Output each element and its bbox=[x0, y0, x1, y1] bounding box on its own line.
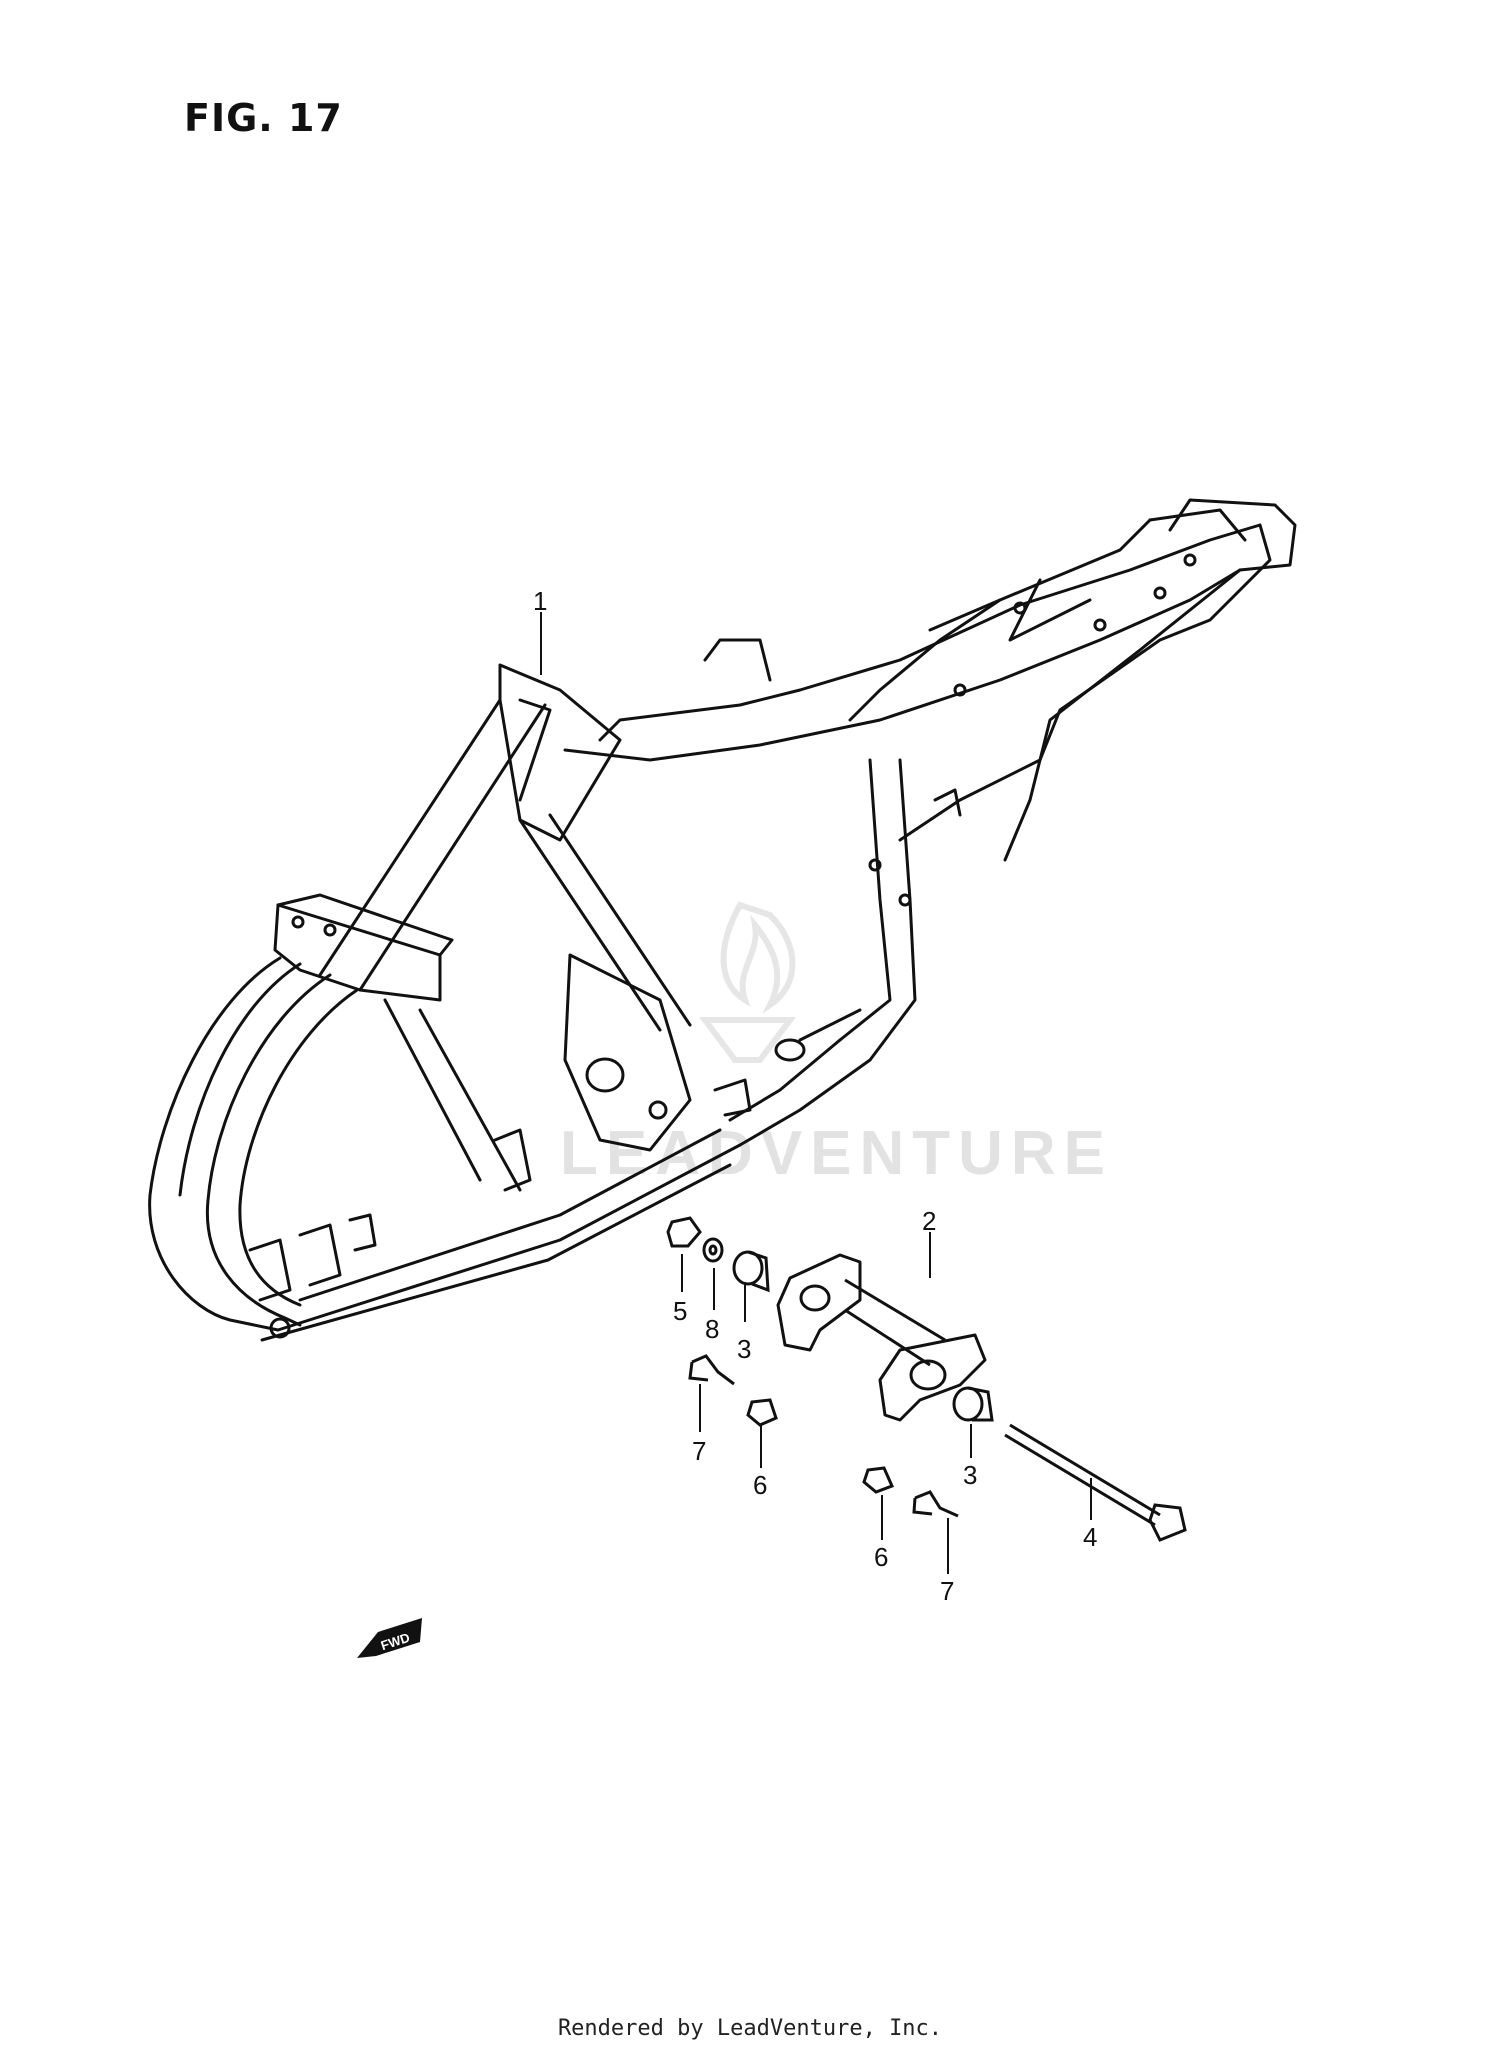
figure-title: FIG. 17 bbox=[184, 96, 343, 140]
callout-3b: 3 bbox=[963, 1460, 977, 1490]
hardware-drawing bbox=[666, 1216, 959, 1518]
callout-5: 5 bbox=[673, 1296, 687, 1326]
callout-6a: 6 bbox=[753, 1470, 767, 1500]
callout-2: 2 bbox=[922, 1206, 936, 1236]
frame-drawing bbox=[148, 498, 1297, 1342]
callout-8: 8 bbox=[705, 1314, 719, 1344]
callout-7b: 7 bbox=[940, 1576, 954, 1606]
callout-1: 1 bbox=[533, 586, 547, 616]
engine-hanger-drawing bbox=[776, 1253, 987, 1422]
leader-lines bbox=[540, 612, 1092, 1574]
callout-7a: 7 bbox=[692, 1436, 706, 1466]
watermark-text: LEADVENTURE bbox=[560, 1119, 1114, 1188]
long-bolt-drawing bbox=[1004, 1423, 1187, 1542]
callout-3a: 3 bbox=[737, 1334, 751, 1364]
footer-credit: Rendered by LeadVenture, Inc. bbox=[557, 2016, 943, 2041]
callout-4: 4 bbox=[1083, 1522, 1097, 1552]
watermark-logo-icon bbox=[699, 901, 796, 1063]
bushing-drawing bbox=[732, 1250, 994, 1422]
callout-6b: 6 bbox=[874, 1542, 888, 1572]
forward-arrow-icon: FWD bbox=[357, 1618, 422, 1658]
